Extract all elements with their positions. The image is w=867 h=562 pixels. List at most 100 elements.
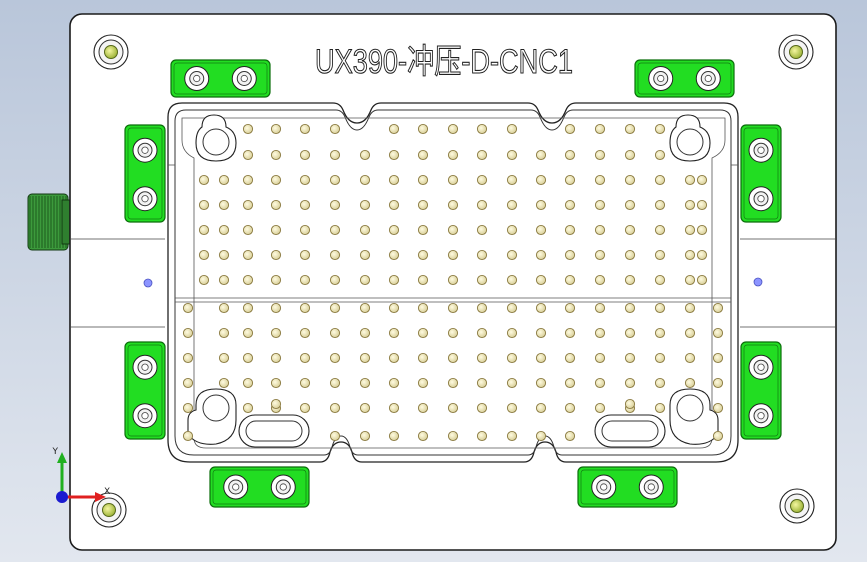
support-pin[interactable] bbox=[654, 123, 666, 135]
support-pin[interactable] bbox=[417, 377, 429, 389]
support-pin[interactable] bbox=[329, 249, 341, 261]
connector-fitting[interactable] bbox=[27, 193, 73, 251]
support-pin[interactable] bbox=[535, 199, 547, 211]
support-pin[interactable] bbox=[447, 249, 459, 261]
locating-boss-bottom-right[interactable] bbox=[669, 388, 719, 445]
support-pin[interactable] bbox=[417, 327, 429, 339]
support-pin[interactable] bbox=[299, 174, 311, 186]
support-pin[interactable] bbox=[447, 174, 459, 186]
support-pin[interactable] bbox=[270, 199, 282, 211]
support-pin[interactable] bbox=[182, 402, 194, 414]
clamp-left-upper[interactable] bbox=[124, 124, 166, 223]
support-pin[interactable] bbox=[447, 430, 459, 442]
support-pin[interactable] bbox=[359, 377, 371, 389]
support-pin[interactable] bbox=[329, 199, 341, 211]
support-pin[interactable] bbox=[535, 274, 547, 286]
screw-bottom-right[interactable] bbox=[779, 488, 815, 524]
support-pin[interactable] bbox=[182, 352, 194, 364]
support-pin[interactable] bbox=[476, 430, 488, 442]
support-pin[interactable] bbox=[654, 352, 666, 364]
support-pin[interactable] bbox=[417, 149, 429, 161]
support-pin[interactable] bbox=[198, 174, 210, 186]
support-pin[interactable] bbox=[624, 249, 636, 261]
support-pin[interactable] bbox=[476, 402, 488, 414]
support-pin[interactable] bbox=[654, 174, 666, 186]
support-pin[interactable] bbox=[299, 199, 311, 211]
support-pin[interactable] bbox=[684, 302, 696, 314]
support-pin[interactable] bbox=[329, 174, 341, 186]
support-pin[interactable] bbox=[242, 327, 254, 339]
support-pin[interactable] bbox=[712, 402, 724, 414]
support-pin[interactable] bbox=[696, 224, 708, 236]
support-pin[interactable] bbox=[654, 402, 666, 414]
support-pin[interactable] bbox=[388, 249, 400, 261]
clamp-right-upper[interactable] bbox=[740, 124, 782, 223]
support-pin[interactable] bbox=[242, 249, 254, 261]
support-pin[interactable] bbox=[654, 274, 666, 286]
support-pin[interactable] bbox=[270, 327, 282, 339]
support-pin[interactable] bbox=[329, 123, 341, 135]
support-pin[interactable] bbox=[654, 224, 666, 236]
support-pin[interactable] bbox=[535, 249, 547, 261]
support-pin[interactable] bbox=[270, 352, 282, 364]
support-pin[interactable] bbox=[624, 123, 636, 135]
support-pin[interactable] bbox=[476, 327, 488, 339]
support-pin[interactable] bbox=[684, 174, 696, 186]
support-pin[interactable] bbox=[447, 274, 459, 286]
support-pin[interactable] bbox=[624, 199, 636, 211]
support-pin[interactable] bbox=[329, 274, 341, 286]
support-pin[interactable] bbox=[476, 174, 488, 186]
support-pin[interactable] bbox=[506, 327, 518, 339]
support-pin[interactable] bbox=[270, 174, 282, 186]
support-pin[interactable] bbox=[388, 377, 400, 389]
support-pin[interactable] bbox=[654, 149, 666, 161]
support-pin[interactable] bbox=[242, 199, 254, 211]
support-pin[interactable] bbox=[417, 123, 429, 135]
support-pin[interactable] bbox=[299, 249, 311, 261]
support-pin[interactable] bbox=[624, 398, 636, 410]
support-pin[interactable] bbox=[696, 174, 708, 186]
support-pin[interactable] bbox=[182, 302, 194, 314]
support-pin[interactable] bbox=[218, 302, 230, 314]
support-pin[interactable] bbox=[417, 302, 429, 314]
support-pin[interactable] bbox=[388, 174, 400, 186]
support-pin[interactable] bbox=[624, 274, 636, 286]
support-pin[interactable] bbox=[564, 302, 576, 314]
locating-boss-top-right[interactable] bbox=[669, 114, 711, 162]
support-pin[interactable] bbox=[684, 224, 696, 236]
clamp-top-left[interactable] bbox=[170, 59, 271, 98]
support-pin[interactable] bbox=[242, 402, 254, 414]
support-pin[interactable] bbox=[535, 402, 547, 414]
support-pin[interactable] bbox=[476, 302, 488, 314]
support-pin[interactable] bbox=[218, 199, 230, 211]
support-pin[interactable] bbox=[270, 149, 282, 161]
support-pin[interactable] bbox=[359, 430, 371, 442]
support-pin[interactable] bbox=[329, 402, 341, 414]
clamp-left-lower[interactable] bbox=[124, 341, 166, 440]
support-pin[interactable] bbox=[654, 249, 666, 261]
support-pin[interactable] bbox=[506, 174, 518, 186]
support-pin[interactable] bbox=[359, 149, 371, 161]
support-pin[interactable] bbox=[299, 224, 311, 236]
support-pin[interactable] bbox=[218, 352, 230, 364]
support-pin[interactable] bbox=[624, 352, 636, 364]
support-pin[interactable] bbox=[696, 249, 708, 261]
support-pin[interactable] bbox=[299, 352, 311, 364]
support-pin[interactable] bbox=[564, 149, 576, 161]
support-pin[interactable] bbox=[654, 377, 666, 389]
support-pin-array[interactable] bbox=[182, 123, 724, 442]
support-pin[interactable] bbox=[299, 377, 311, 389]
support-pin[interactable] bbox=[359, 352, 371, 364]
nest-pocket[interactable] bbox=[167, 102, 739, 463]
support-pin[interactable] bbox=[654, 327, 666, 339]
support-pin[interactable] bbox=[242, 224, 254, 236]
support-pin[interactable] bbox=[447, 352, 459, 364]
support-pin[interactable] bbox=[447, 327, 459, 339]
support-pin[interactable] bbox=[564, 224, 576, 236]
support-pin[interactable] bbox=[242, 274, 254, 286]
support-pin[interactable] bbox=[417, 199, 429, 211]
support-pin[interactable] bbox=[535, 149, 547, 161]
support-pin[interactable] bbox=[388, 274, 400, 286]
support-pin[interactable] bbox=[506, 302, 518, 314]
